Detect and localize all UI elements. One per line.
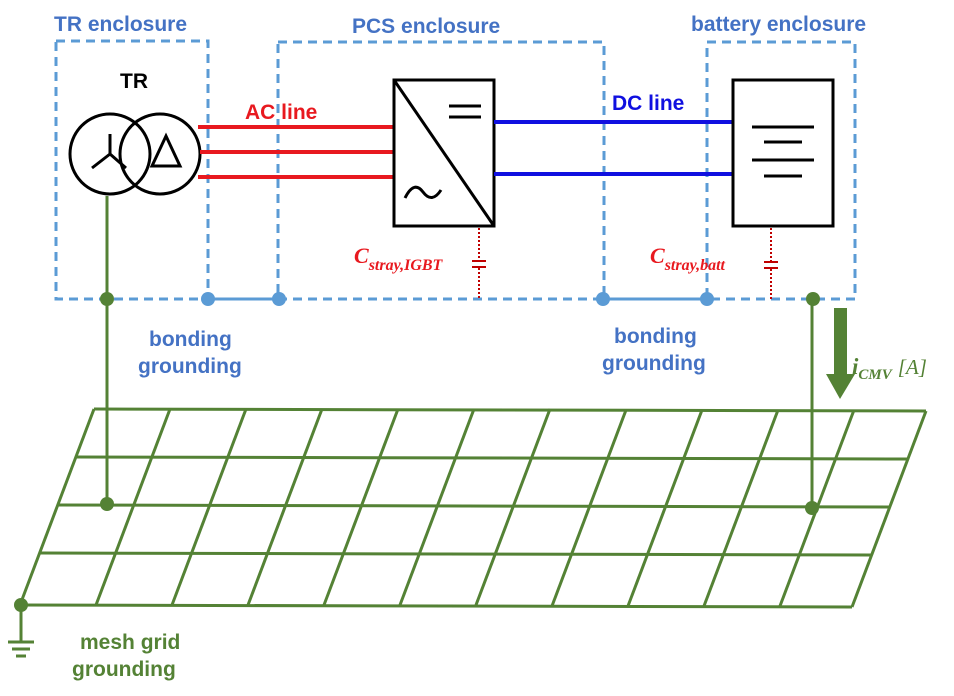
stray-capacitor-igbt-icon — [472, 228, 486, 299]
ground-node — [100, 292, 114, 306]
battery-icon — [731, 78, 835, 228]
ground-node — [805, 501, 819, 515]
mesh-grid-label-line1: mesh grid — [80, 631, 180, 654]
bonding-node — [201, 292, 215, 306]
bonding-grounding-right-label-line1: bonding — [614, 325, 697, 348]
cmv-current-label: iCMV[A] — [852, 354, 927, 383]
bonding-node — [700, 292, 714, 306]
bonding-grounding-left-label-line2: grounding — [138, 355, 242, 378]
bonding-node — [272, 292, 286, 306]
stray-capacitor-batt-icon — [764, 228, 778, 299]
pcs-enclosure-box — [276, 40, 606, 301]
pcs-enclosure-label: PCS enclosure — [352, 15, 500, 38]
ac-line-label: AC line — [245, 101, 317, 124]
battery-enclosure-label: battery enclosure — [691, 13, 866, 36]
bonding-grounding-left-label-line1: bonding — [149, 328, 232, 351]
transformer-label: TR — [120, 70, 148, 93]
earth-ground-icon — [8, 605, 34, 658]
battery-enclosure-box — [705, 40, 857, 301]
tr-enclosure-label: TR enclosure — [54, 13, 187, 36]
mesh-grid — [18, 407, 928, 609]
mesh-grid-label-line2: grounding — [72, 658, 176, 681]
transformer-icon — [68, 112, 202, 196]
stray-capacitance-batt-label: Cstray,batt — [650, 243, 726, 274]
tr-enclosure-box — [54, 39, 210, 301]
dc-line-wires — [494, 120, 733, 176]
dc-line-label: DC line — [612, 92, 684, 115]
bonding-node — [596, 292, 610, 306]
ground-node — [806, 292, 820, 306]
bonding-grounding-right-label-line2: grounding — [602, 352, 706, 375]
ground-node — [100, 497, 114, 511]
cmv-current-arrow-icon — [826, 308, 855, 399]
stray-capacitance-igbt-label: Cstray,IGBT — [354, 243, 444, 274]
converter-icon — [392, 78, 496, 228]
ac-line-wires — [198, 125, 394, 179]
